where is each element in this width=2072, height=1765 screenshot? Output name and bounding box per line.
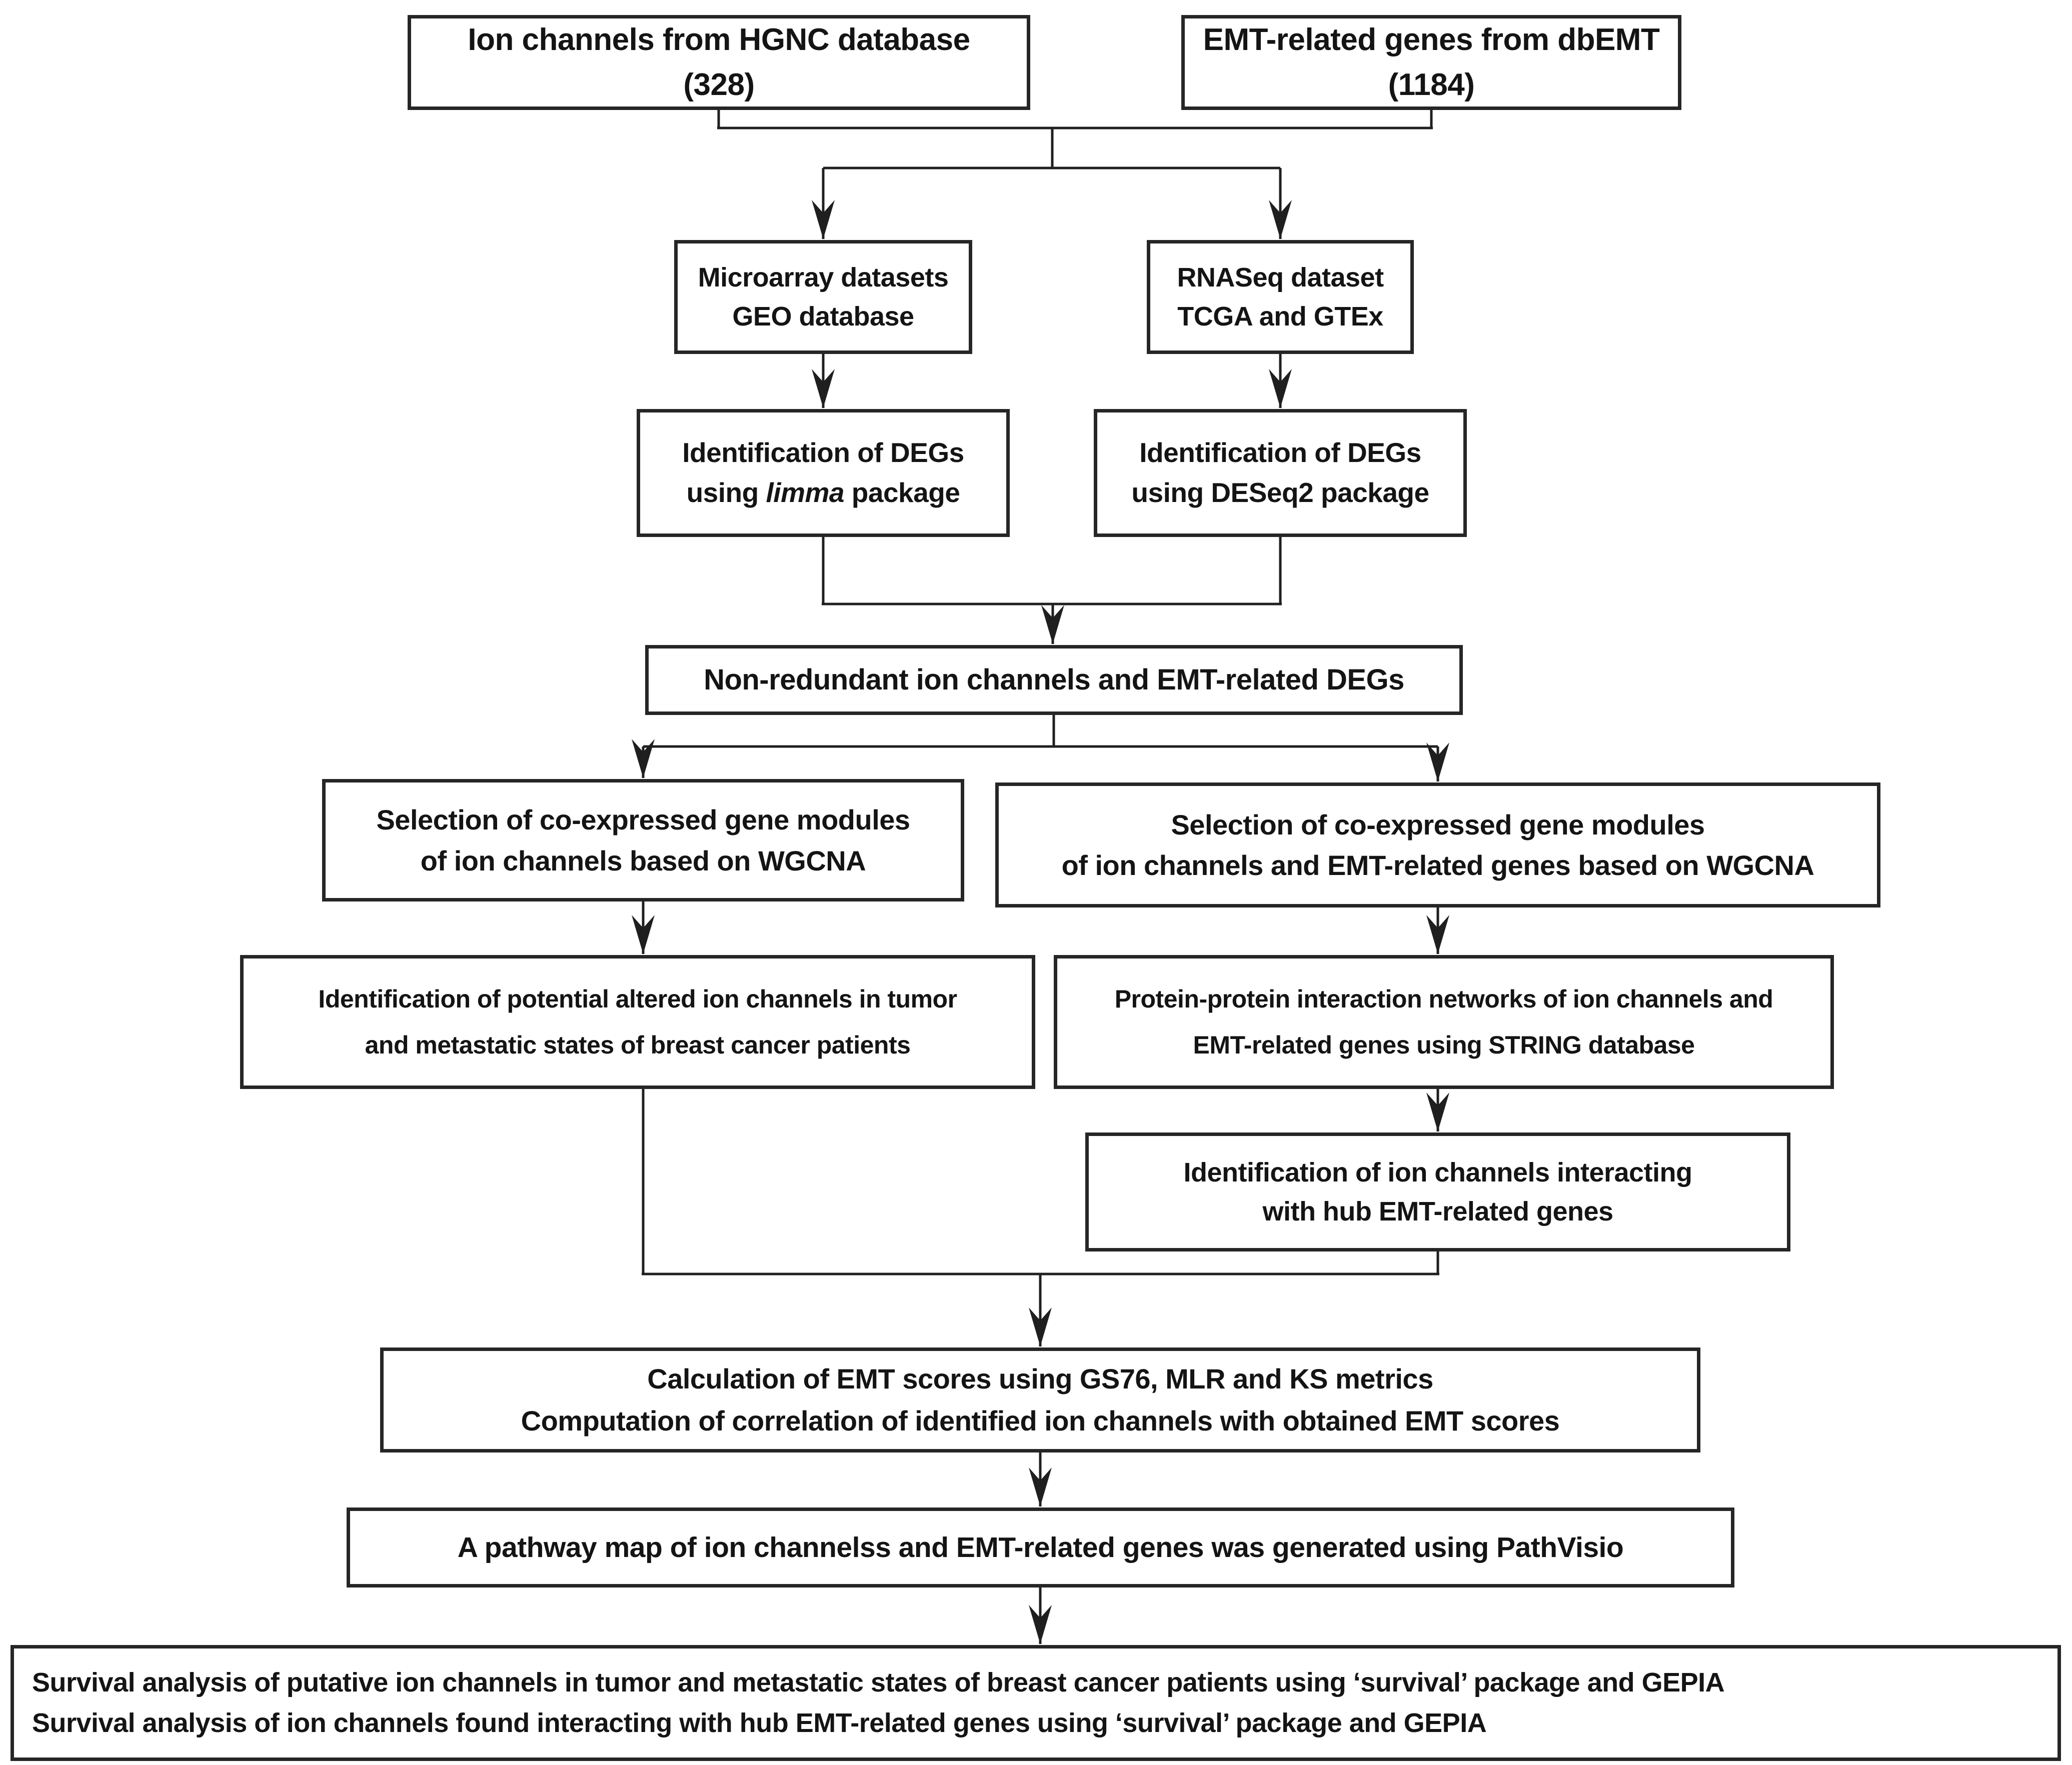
node-text: using limma package: [686, 477, 960, 508]
node-text: of ion channels based on WGCNA: [420, 844, 866, 876]
node-survival-analysis: Survival analysis of putative ion channe…: [11, 1645, 2061, 1761]
node-altered-ion-channels: Identification of potential altered ion …: [240, 955, 1035, 1089]
node-emt-scores: Calculation of EMT scores using GS76, ML…: [380, 1348, 1700, 1452]
node-ppi-string: Protein-protein interaction networks of …: [1054, 955, 1834, 1089]
node-text: Computation of correlation of identified…: [521, 1405, 1560, 1436]
limma-italic: limma: [766, 477, 845, 508]
node-wgcna-ion-emt: Selection of co-expressed gene modules o…: [995, 782, 1880, 908]
node-text: Survival analysis of putative ion channe…: [32, 1668, 1725, 1698]
node-text: Calculation of EMT scores using GS76, ML…: [647, 1363, 1433, 1394]
node-text: A pathway map of ion channelss and EMT-r…: [457, 1531, 1624, 1564]
node-text: and metastatic states of breast cancer p…: [365, 1031, 911, 1059]
node-text: Survival analysis of ion channels found …: [32, 1708, 1487, 1738]
node-degs-limma: Identification of DEGs using limma packa…: [637, 409, 1010, 537]
node-text: using DESeq2 package: [1131, 477, 1429, 508]
node-text: EMT-related genes from dbEMT: [1203, 22, 1660, 58]
node-text: Identification of potential altered ion …: [318, 984, 957, 1013]
node-text: Selection of co-expressed gene modules: [376, 804, 910, 836]
node-wgcna-ion-channels: Selection of co-expressed gene modules o…: [322, 779, 964, 902]
node-text: EMT-related genes using STRING database: [1193, 1031, 1695, 1059]
node-text: RNASeq dataset: [1177, 262, 1384, 292]
node-text: Identification of ion channels interacti…: [1183, 1157, 1692, 1188]
node-text: with hub EMT-related genes: [1262, 1196, 1613, 1226]
node-emt-genes-dbemt: EMT-related genes from dbEMT (1184): [1181, 15, 1681, 110]
node-text: Identification of DEGs: [682, 437, 964, 468]
node-text: Selection of co-expressed gene modules: [1171, 808, 1705, 840]
node-text: Protein-protein interaction networks of …: [1114, 984, 1773, 1013]
node-text: Identification of DEGs: [1139, 437, 1421, 468]
node-text: Microarray datasets: [698, 262, 949, 292]
node-count: (1184): [1388, 68, 1475, 102]
node-rnaseq-tcga-gtex: RNASeq dataset TCGA and GTEx: [1147, 240, 1414, 354]
node-degs-deseq2: Identification of DEGs using DESeq2 pack…: [1094, 409, 1467, 537]
node-hub-interacting-channels: Identification of ion channels interacti…: [1085, 1132, 1790, 1252]
node-pathvisio-map: A pathway map of ion channelss and EMT-r…: [347, 1508, 1734, 1588]
node-nonredundant-degs: Non-redundant ion channels and EMT-relat…: [645, 645, 1463, 715]
node-text: GEO database: [732, 302, 914, 332]
node-text: Ion channels from HGNC database: [468, 22, 970, 58]
node-microarray-geo: Microarray datasets GEO database: [674, 240, 972, 354]
node-text: Non-redundant ion channels and EMT-relat…: [704, 663, 1404, 696]
node-count: (328): [683, 68, 755, 102]
node-ion-channels-hgnc: Ion channels from HGNC database (328): [408, 15, 1030, 110]
node-text: TCGA and GTEx: [1177, 302, 1383, 332]
node-text: of ion channels and EMT-related genes ba…: [1061, 850, 1814, 881]
